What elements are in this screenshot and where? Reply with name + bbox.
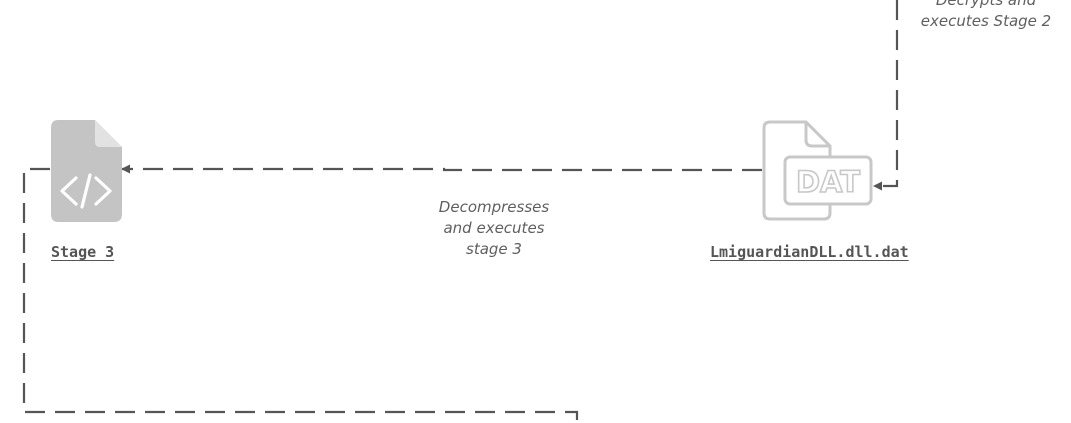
edge-label-line: executes Stage 2 — [920, 12, 1052, 30]
connector-decrypt-stage2 — [873, 0, 899, 191]
stage3-label: Stage 3 — [51, 243, 115, 261]
edge-label-line: and executes — [443, 219, 545, 237]
edge-label-line: stage 3 — [466, 240, 522, 258]
dat-file-icon: DAT — [762, 120, 873, 221]
edge-label-line: Decompresses — [438, 198, 550, 216]
dat-badge-text: DAT — [796, 165, 860, 199]
edge-label-line: Decrypts and — [935, 0, 1037, 9]
connector-stage3-outgoing — [22, 167, 579, 423]
connector-decompress-stage3 — [121, 164, 762, 174]
edge-label-decrypt-stage2: Decrypts and executes Stage 2 — [911, 0, 1061, 32]
dat-file-label: LmiguardianDLL.dll.dat — [710, 243, 909, 261]
code-file-icon — [51, 120, 122, 222]
edge-label-decompress-stage3: Decompresses and executes stage 3 — [414, 197, 574, 260]
